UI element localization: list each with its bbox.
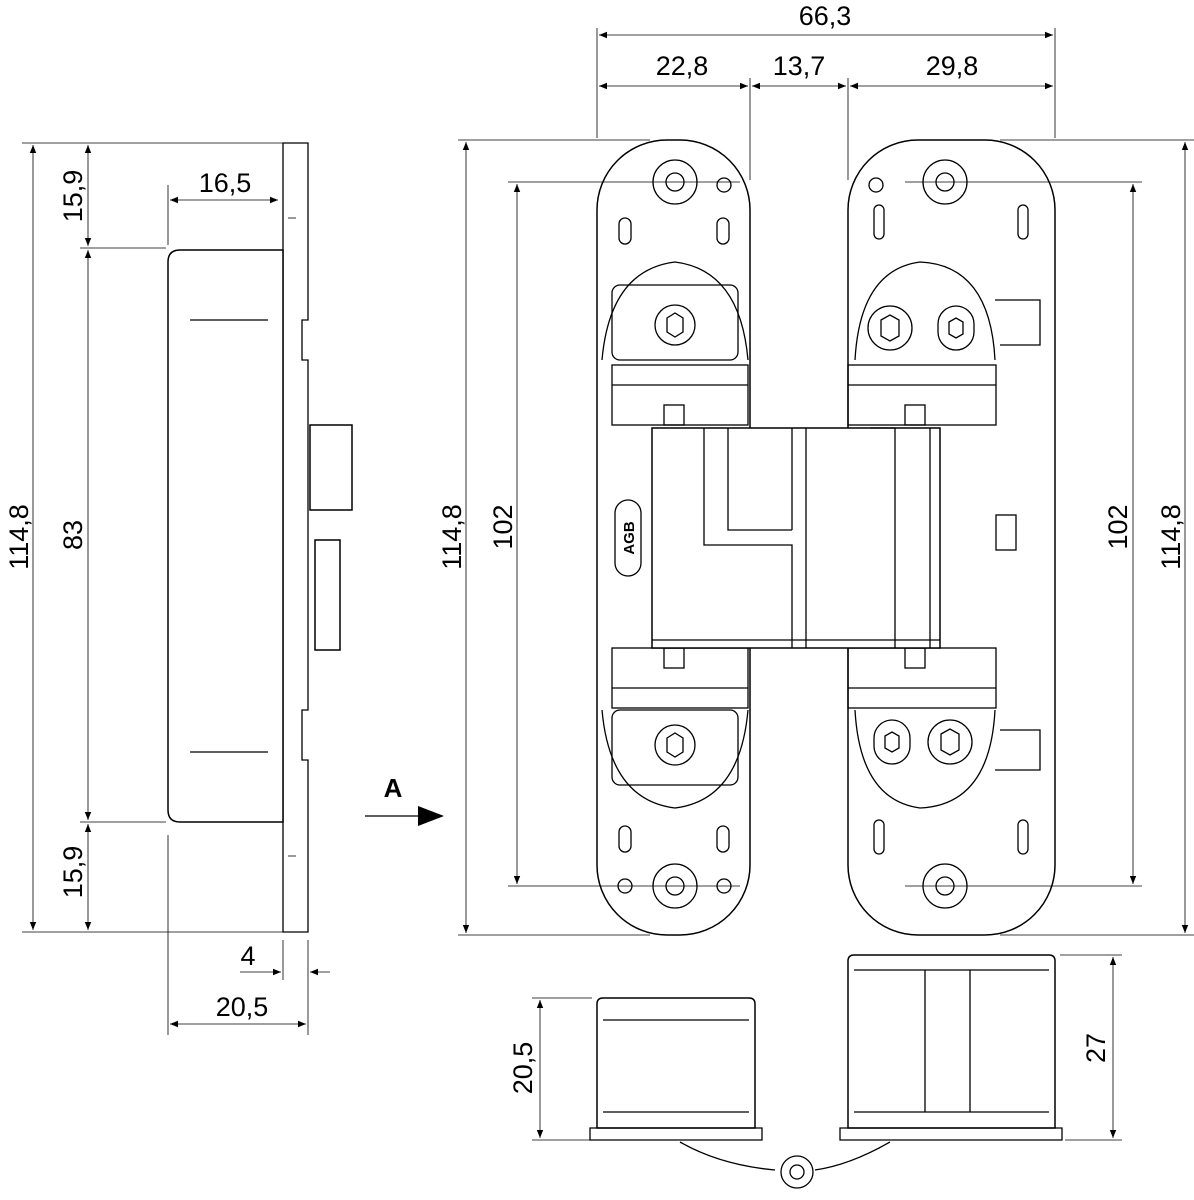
dim-left-leaf-width: 22,8 (656, 51, 709, 81)
dim-side-plate-thickness: 4 (240, 941, 255, 971)
bottom-left-block (596, 997, 756, 1129)
dim-total-width: 66,3 (799, 1, 852, 31)
bottom-view: 20,5 27 (508, 954, 1122, 1189)
logo-text: AGB (621, 521, 638, 555)
hinge-body-side (167, 249, 284, 823)
dim-gap-width: 13,7 (773, 51, 826, 81)
lower-adjuster-left (611, 709, 739, 786)
arrow-icon (418, 806, 444, 826)
dim-left-hole-spacing: 102 (488, 504, 518, 549)
dim-side-total-depth: 20,5 (216, 992, 269, 1022)
dim-side-overall-height: 114,8 (4, 504, 34, 570)
dim-side-body-depth: 16,5 (199, 168, 252, 198)
side-block-lower (314, 539, 341, 651)
dim-left-overall-height: 114,8 (437, 504, 467, 570)
dim-right-overall-height: 114,8 (1156, 504, 1186, 570)
front-view: AGB 66,3 22,8 13,7 29,8 114,8 102 102 11… (437, 1, 1194, 936)
view-label: A (384, 773, 403, 803)
mounting-plate (282, 142, 309, 933)
dim-side-body-height: 83 (58, 520, 88, 550)
view-arrow-a: A (365, 773, 444, 826)
hinge-arm-body (651, 427, 941, 649)
dim-bottom-left-depth: 20,5 (508, 1042, 538, 1095)
bottom-right-block (847, 954, 1056, 1129)
pivot-pin (780, 1155, 814, 1189)
dim-side-top-offset: 15,9 (58, 170, 88, 223)
dim-right-leaf-width: 29,8 (926, 51, 979, 81)
agb-logo: AGB (614, 499, 642, 577)
dim-right-hole-spacing: 102 (1103, 504, 1133, 549)
upper-adjuster-left (611, 284, 739, 361)
side-block-upper (309, 424, 353, 511)
side-view: 114,8 15,9 83 15,9 16,5 4 20,5 (4, 142, 353, 1035)
dim-side-bottom-offset: 15,9 (58, 846, 88, 899)
dim-bottom-right-depth: 27 (1081, 1033, 1111, 1063)
